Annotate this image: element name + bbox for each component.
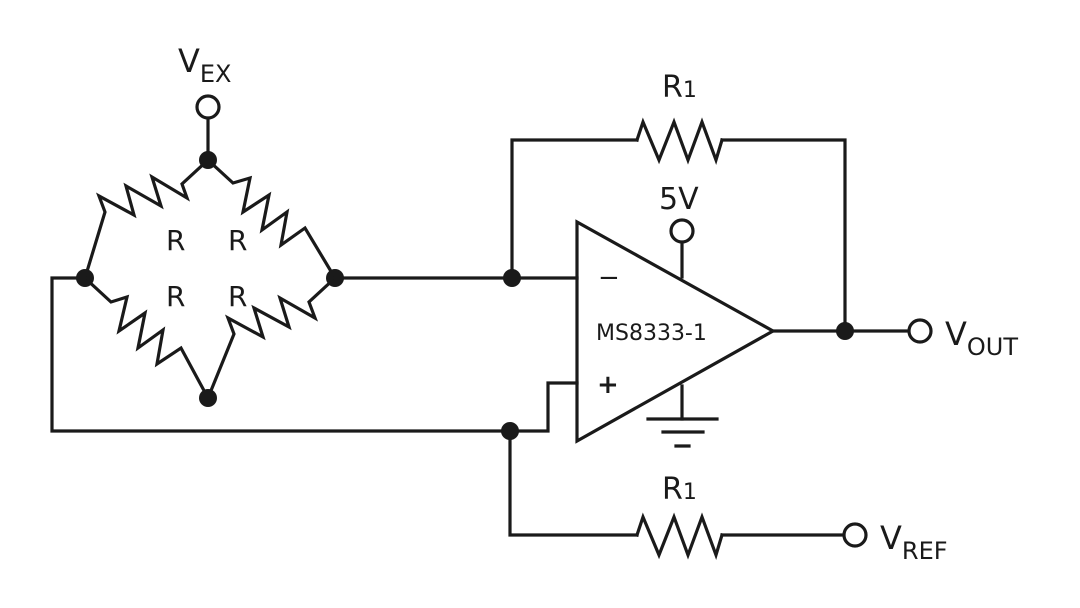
vex-terminal[interactable] xyxy=(195,94,221,120)
node-minus-input xyxy=(503,269,521,287)
node-plus-input xyxy=(501,422,519,440)
opamp-triangle xyxy=(575,219,777,444)
bridge-label-r3: R xyxy=(166,280,185,313)
feedback-resistor-label-sub: 1 xyxy=(683,78,697,103)
bridge: R R R R VEX xyxy=(76,42,344,407)
opamp: − + MS8333-1 xyxy=(575,219,777,444)
bridge-resistor-bottom-left xyxy=(82,275,211,401)
vout-label-sub: OUT xyxy=(967,333,1018,361)
bridge-resistor-top-right xyxy=(205,157,338,281)
vref-terminal[interactable] xyxy=(842,522,868,548)
node-output xyxy=(836,322,854,340)
supply-terminal[interactable] xyxy=(669,218,695,244)
wire-feedback-left xyxy=(510,138,639,280)
vout-terminal[interactable] xyxy=(907,318,933,344)
wiring xyxy=(50,138,910,537)
ground-icon xyxy=(646,384,719,448)
bridge-label-r1: R xyxy=(166,224,185,257)
node-top xyxy=(199,151,217,169)
bridge-label-r4: R xyxy=(228,280,247,313)
reference-resistor-label: R1 xyxy=(662,472,697,507)
vout-label: VOUT xyxy=(945,315,1018,361)
wire-ref-left xyxy=(508,429,639,537)
bridge-resistor-top-left xyxy=(83,157,211,280)
bridge-resistor-bottom-right xyxy=(205,275,338,401)
vref-label-sub: REF xyxy=(902,537,948,565)
feedback-resistor-label: R1 xyxy=(662,70,697,105)
opamp-minus-sign: − xyxy=(598,263,620,293)
reference-resistor xyxy=(634,512,724,561)
reference-resistor-label-sub: 1 xyxy=(683,480,697,505)
bridge-label-r2: R xyxy=(228,224,247,257)
feedback-resistor-label-main: R xyxy=(662,70,683,105)
wire-bridge-left-to-plus xyxy=(50,276,512,433)
opamp-plus-sign: + xyxy=(597,370,619,400)
reference-resistor-label-main: R xyxy=(662,472,683,507)
vex-label-sub: EX xyxy=(200,60,232,88)
vex-label-main: V xyxy=(178,42,200,80)
vex-label: VEX xyxy=(178,42,232,88)
opamp-part-label: MS8333-1 xyxy=(596,321,707,346)
wire-plus-input xyxy=(508,381,579,433)
node-bottom xyxy=(199,389,217,407)
feedback-resistor xyxy=(634,117,724,166)
vref-label-main: V xyxy=(880,519,902,557)
wire-feedback-right xyxy=(720,138,847,333)
vref-label: VREF xyxy=(880,519,948,565)
supply-label: 5V xyxy=(659,182,699,217)
vout-label-main: V xyxy=(945,315,967,353)
